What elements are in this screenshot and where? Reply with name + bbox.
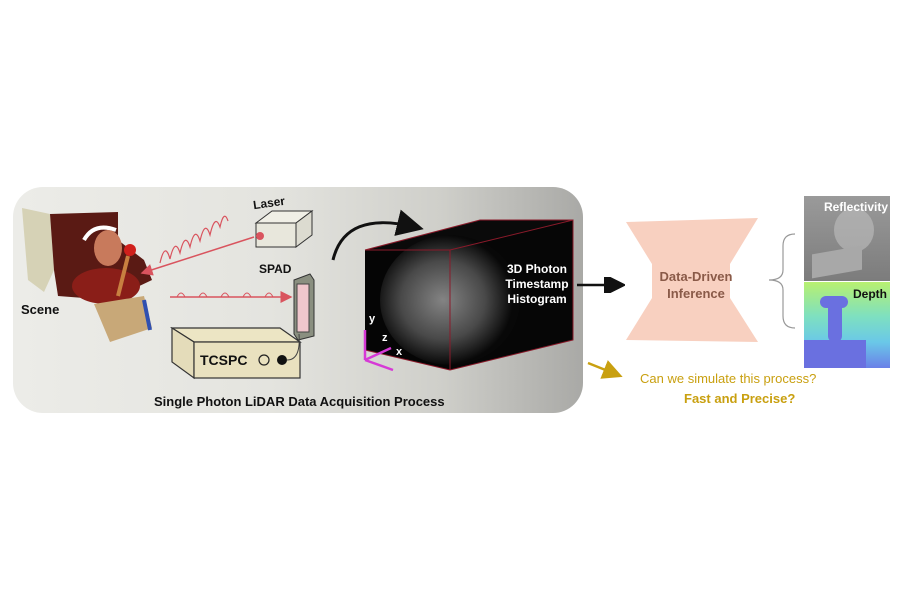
depth-antlers xyxy=(820,296,848,308)
scene-blue-toy xyxy=(142,299,152,331)
scene-head xyxy=(94,230,122,266)
depth-image: Depth xyxy=(804,282,890,368)
return-photon-pulses xyxy=(170,291,293,303)
tcspc-cable xyxy=(286,333,300,361)
scene-label: Scene xyxy=(21,302,60,317)
cube-edges xyxy=(364,219,574,371)
scene-backdrop-paper xyxy=(22,208,54,292)
scene-antler xyxy=(82,225,117,242)
question-arrow xyxy=(587,360,623,379)
axis-x xyxy=(364,358,394,372)
reflectivity-label: Reflectivity xyxy=(823,200,888,214)
tcspc-label: TCSPC xyxy=(200,352,248,368)
tcspc-button-empty xyxy=(258,354,270,366)
scene-toy-stick xyxy=(116,255,130,297)
question-line-2: Fast and Precise? xyxy=(684,391,796,406)
depth-box xyxy=(804,340,866,368)
reflectivity-image: Reflectivity xyxy=(804,196,890,281)
return-pulse-bumps xyxy=(176,292,274,298)
laser-aperture xyxy=(256,232,264,240)
question-line-1: Can we simulate this process? xyxy=(640,371,817,386)
laser-device xyxy=(254,210,314,248)
histogram-label-line-1: 3D Photon xyxy=(507,262,567,276)
histogram-label-line-3: Histogram xyxy=(507,292,567,306)
inference-label: Data-Driven Inference xyxy=(646,268,746,302)
axis-y-label: y xyxy=(369,313,376,325)
to-inference-arrow xyxy=(577,277,625,293)
inference-label-line-1: Data-Driven xyxy=(659,269,733,284)
photon-histogram-cube xyxy=(363,219,574,372)
inference-block xyxy=(626,218,758,342)
depth-label: Depth xyxy=(853,287,887,301)
inference-label-line-2: Inference xyxy=(667,286,725,301)
axis-x-label: x xyxy=(396,346,403,358)
pulse-train xyxy=(159,215,229,264)
reflectivity-box xyxy=(812,245,862,279)
histogram-label-line-2: Timestamp xyxy=(505,277,569,291)
acquisition-caption: Single Photon LiDAR Data Acquisition Pro… xyxy=(154,394,445,409)
axis-z xyxy=(364,346,392,362)
reflectivity-face xyxy=(834,208,874,252)
scene-box xyxy=(94,296,152,342)
outgoing-beam-arrow xyxy=(140,236,255,276)
axis-z-label: z xyxy=(382,332,388,344)
output-brace xyxy=(768,233,796,329)
spad-detector xyxy=(293,273,315,341)
spad-label: SPAD xyxy=(259,262,292,276)
curved-transfer-arrow xyxy=(331,209,424,261)
tcspc-device xyxy=(169,326,302,380)
outgoing-laser-pulses xyxy=(140,215,255,276)
histogram-label: 3D Photon Timestamp Histogram xyxy=(497,262,577,307)
tcspc-button-filled xyxy=(277,355,287,365)
scene-image xyxy=(22,208,152,342)
scene-toy-red xyxy=(124,244,136,256)
